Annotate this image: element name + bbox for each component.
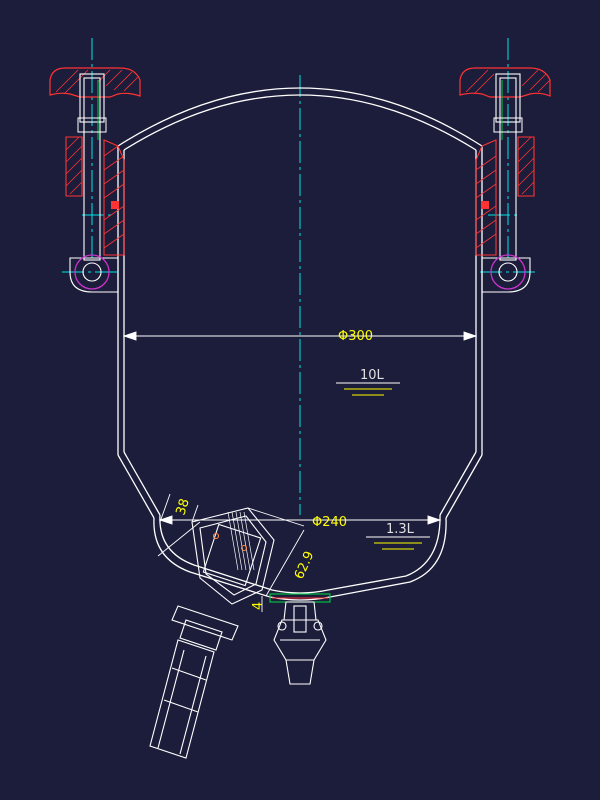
left-pivot-outer: [74, 254, 110, 290]
dim-240-arrow-right: [427, 515, 442, 525]
left-clamp-body: [65, 136, 83, 197]
left-knob: [49, 67, 141, 98]
left-nut: [77, 117, 107, 133]
port-wires: [227, 511, 255, 571]
left-pivot-bracket: [69, 257, 119, 293]
probe-body-inner-right: [179, 655, 207, 755]
valve-port-right: [313, 621, 323, 631]
bottom-valve: [269, 593, 331, 685]
dim-port-offset-label: 38: [174, 497, 193, 517]
probe-flange: [171, 605, 239, 641]
right-jaw-hatch: [475, 155, 497, 249]
dim-vessel-diameter-label: Φ300: [338, 329, 373, 344]
probe-body: [149, 639, 215, 759]
dimension-lines: [122, 331, 478, 612]
left-clamp-body-hatch: [65, 136, 83, 195]
valve-body: [273, 619, 327, 685]
left-cone-inner: [123, 451, 161, 516]
left-gasket: [111, 201, 119, 209]
lid-dome-inner: [123, 94, 477, 151]
right-knob: [459, 67, 551, 98]
dim-240-arrow-left: [158, 515, 173, 525]
right-rod: [499, 77, 517, 261]
dim-port-gap-label: 4: [251, 602, 266, 610]
left-cone-outer: [117, 454, 155, 519]
left-pivot-pin: [82, 262, 102, 282]
dim-38-ext-2: [191, 504, 199, 523]
right-knob-core: [495, 73, 521, 123]
right-clamp: [459, 67, 551, 293]
lid-dome: [117, 87, 483, 147]
angled-port: [149, 507, 275, 759]
right-nut: [493, 117, 523, 133]
right-cone-outer: [445, 454, 483, 519]
bottom-bowl-outer: [153, 517, 447, 601]
valve-stem: [293, 605, 307, 633]
right-gasket: [481, 201, 489, 209]
valve-port-left: [277, 621, 287, 631]
right-jaw: [475, 139, 497, 256]
dim-629-line: [265, 529, 305, 597]
left-knob-core: [79, 73, 105, 123]
dim-300-arrow-left: [122, 331, 137, 341]
level-marks: [336, 382, 430, 550]
right-clamp-body: [517, 136, 535, 197]
left-jaw: [103, 139, 125, 256]
port-housing-inner: [199, 515, 267, 596]
port-fastener-left: [212, 532, 220, 540]
center-lines: [62, 38, 538, 515]
probe-collar: [179, 619, 223, 651]
right-cone-inner: [439, 451, 477, 516]
left-clamp: [49, 67, 141, 293]
dim-629-ext: [247, 507, 305, 527]
left-rod: [83, 77, 101, 261]
right-pivot-bracket: [481, 257, 531, 293]
dim-bottom-diameter-label: Φ240: [312, 515, 347, 530]
right-clamp-body-hatch: [517, 136, 535, 195]
right-knob-hatch: [465, 69, 551, 95]
dim-38-ext-1: [159, 493, 171, 523]
probe-body-inner-left: [157, 649, 185, 749]
port-fastener-right: [240, 544, 248, 552]
dim-38-line: [157, 521, 201, 557]
level-upper-label: 10L: [360, 368, 385, 383]
bottom-bowl-inner: [159, 514, 441, 594]
right-pivot-outer: [490, 254, 526, 290]
dim-300-arrow-right: [463, 331, 478, 341]
level-lower-label: 1.3L: [386, 522, 415, 537]
left-jaw-hatch: [103, 145, 125, 249]
right-pivot-pin: [498, 262, 518, 282]
